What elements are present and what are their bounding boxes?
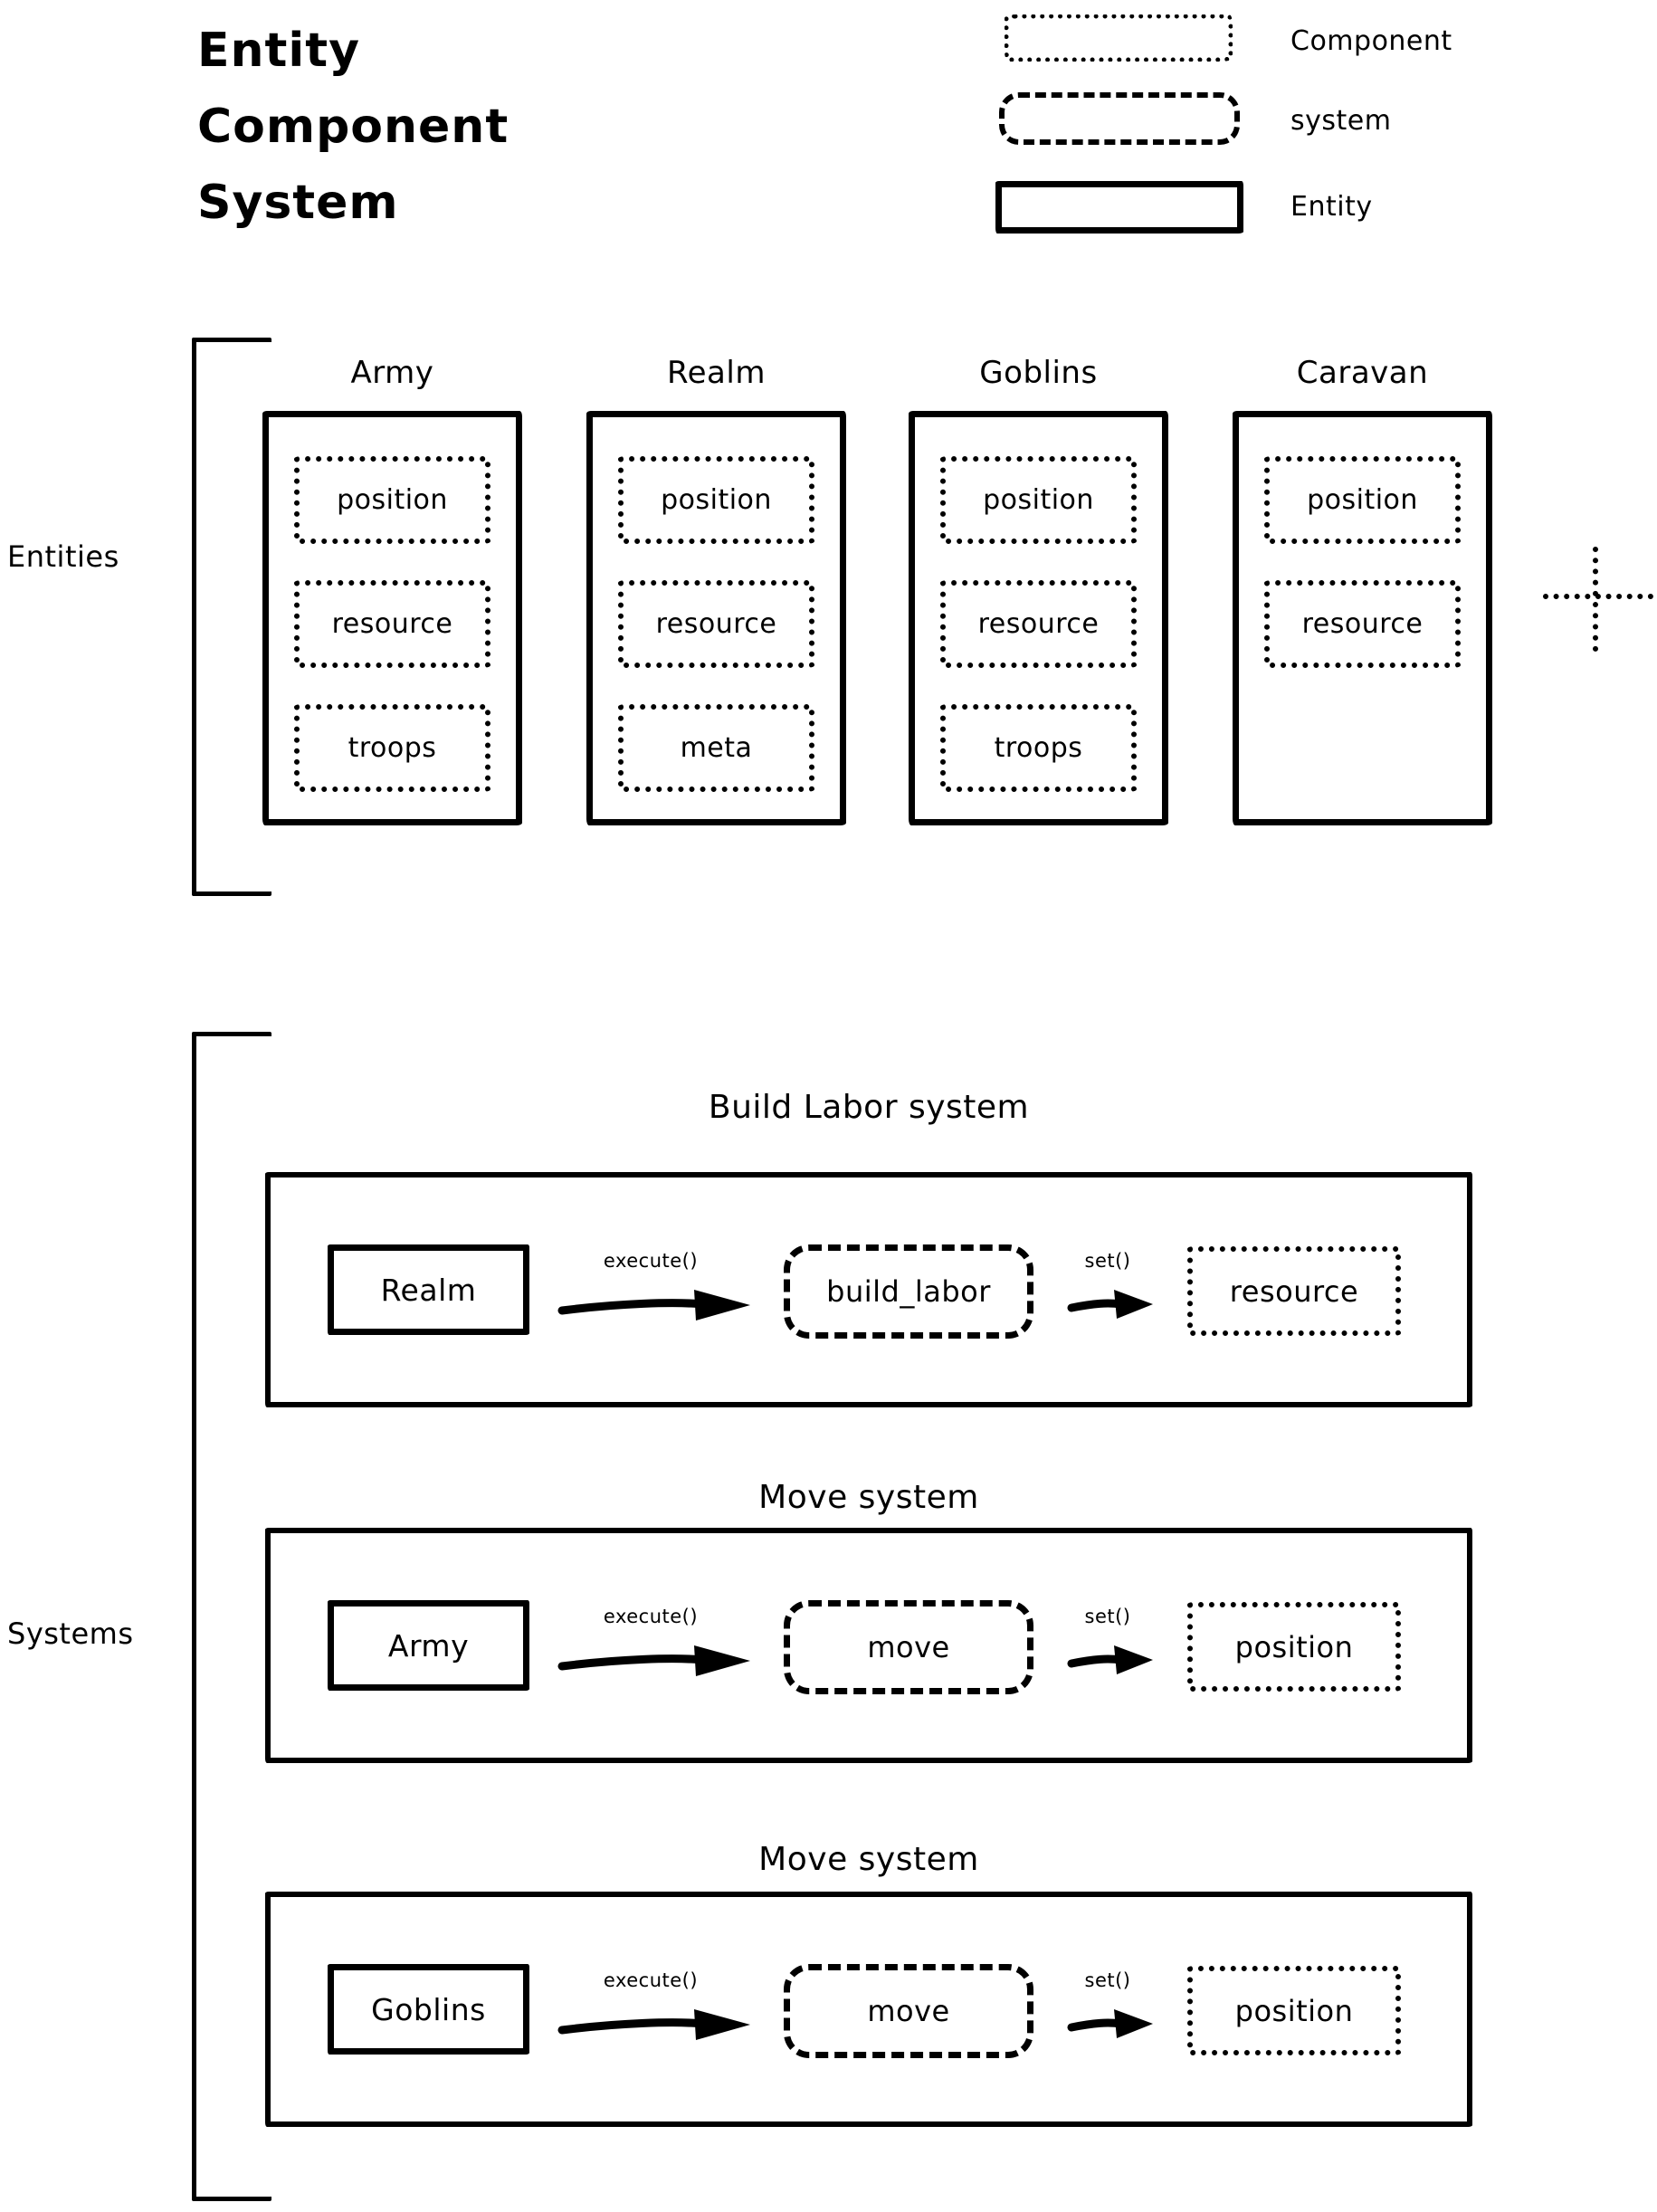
row-component-box: position [1187,1602,1401,1692]
component-box: resource [294,580,490,668]
set-arrow-icon [1067,2009,1153,2038]
execute-arrow-icon [557,1290,750,1321]
systems-bracket [192,1032,271,2201]
execute-arrow-icon [557,2009,750,2040]
legend-label-system: system [1290,105,1392,137]
legend-label-component: Component [1290,25,1452,57]
entity-card-goblins: Goblins position resource troops [909,355,1168,825]
component-box: resource [1264,580,1461,668]
entity-title: Goblins [979,355,1098,391]
system-row-title: Move system [758,1841,979,1878]
system-row-box: Realm execute() build_labor set() resour… [265,1172,1472,1407]
entities-section-label: Entities [7,539,119,574]
entity-solid-box-swatch [995,181,1243,234]
entity-title: Caravan [1296,355,1429,391]
row-component-box: resource [1187,1246,1401,1336]
set-arrow-icon [1067,1645,1153,1674]
system-dashed-box-swatch [999,92,1240,145]
execute-label: execute() [603,1606,699,1627]
component-box: troops [940,704,1137,792]
page-title-line: System [197,176,399,230]
execute-label: execute() [603,1969,699,1991]
entity-box: position resource troops [262,411,522,825]
component-dotted-box-swatch [1005,14,1233,62]
page-title-line: Entity [197,24,360,78]
row-entity-box: Army [328,1600,529,1691]
row-component-box: position [1187,1966,1401,2055]
plus-icon-vertical [1593,547,1598,652]
execute-label: execute() [603,1250,699,1272]
set-arrow-icon [1067,1290,1153,1319]
system-function-box: build_labor [784,1244,1033,1339]
entities-bracket [192,338,271,896]
entity-box: position resource meta [586,411,846,825]
component-box: resource [618,580,814,668]
row-entity-box: Realm [328,1244,529,1335]
plus-icon-horizontal [1543,594,1653,599]
component-box: position [940,456,1137,544]
entity-card-caravan: Caravan position resource [1233,355,1492,825]
system-row-box: Goblins execute() move set() position [265,1892,1472,2127]
page-title-line: Component [197,100,509,154]
system-row-box: Army execute() move set() position [265,1528,1472,1763]
set-label: set() [1084,1250,1131,1272]
entity-box: position resource [1233,411,1492,825]
component-box: position [294,456,490,544]
set-label: set() [1084,1606,1131,1627]
execute-arrow-icon [557,1645,750,1676]
legend-label-entity: Entity [1290,191,1373,223]
entity-title: Army [350,355,434,391]
entity-box: position resource troops [909,411,1168,825]
system-function-box: move [784,1964,1033,2058]
component-box: resource [940,580,1137,668]
entity-card-army: Army position resource troops [262,355,522,825]
component-box: position [618,456,814,544]
component-box: position [1264,456,1461,544]
systems-section-label: Systems [7,1616,134,1651]
component-box: troops [294,704,490,792]
system-function-box: move [784,1600,1033,1694]
add-entity-plus-icon [1543,547,1653,652]
system-row-title: Build Labor system [708,1089,1030,1126]
entity-card-realm: Realm position resource meta [586,355,846,825]
page-title: Entity Component System [197,13,509,241]
component-box: meta [618,704,814,792]
row-entity-box: Goblins [328,1964,529,2055]
set-label: set() [1084,1969,1131,1991]
entity-title: Realm [667,355,766,391]
system-row-title: Move system [758,1479,979,1516]
